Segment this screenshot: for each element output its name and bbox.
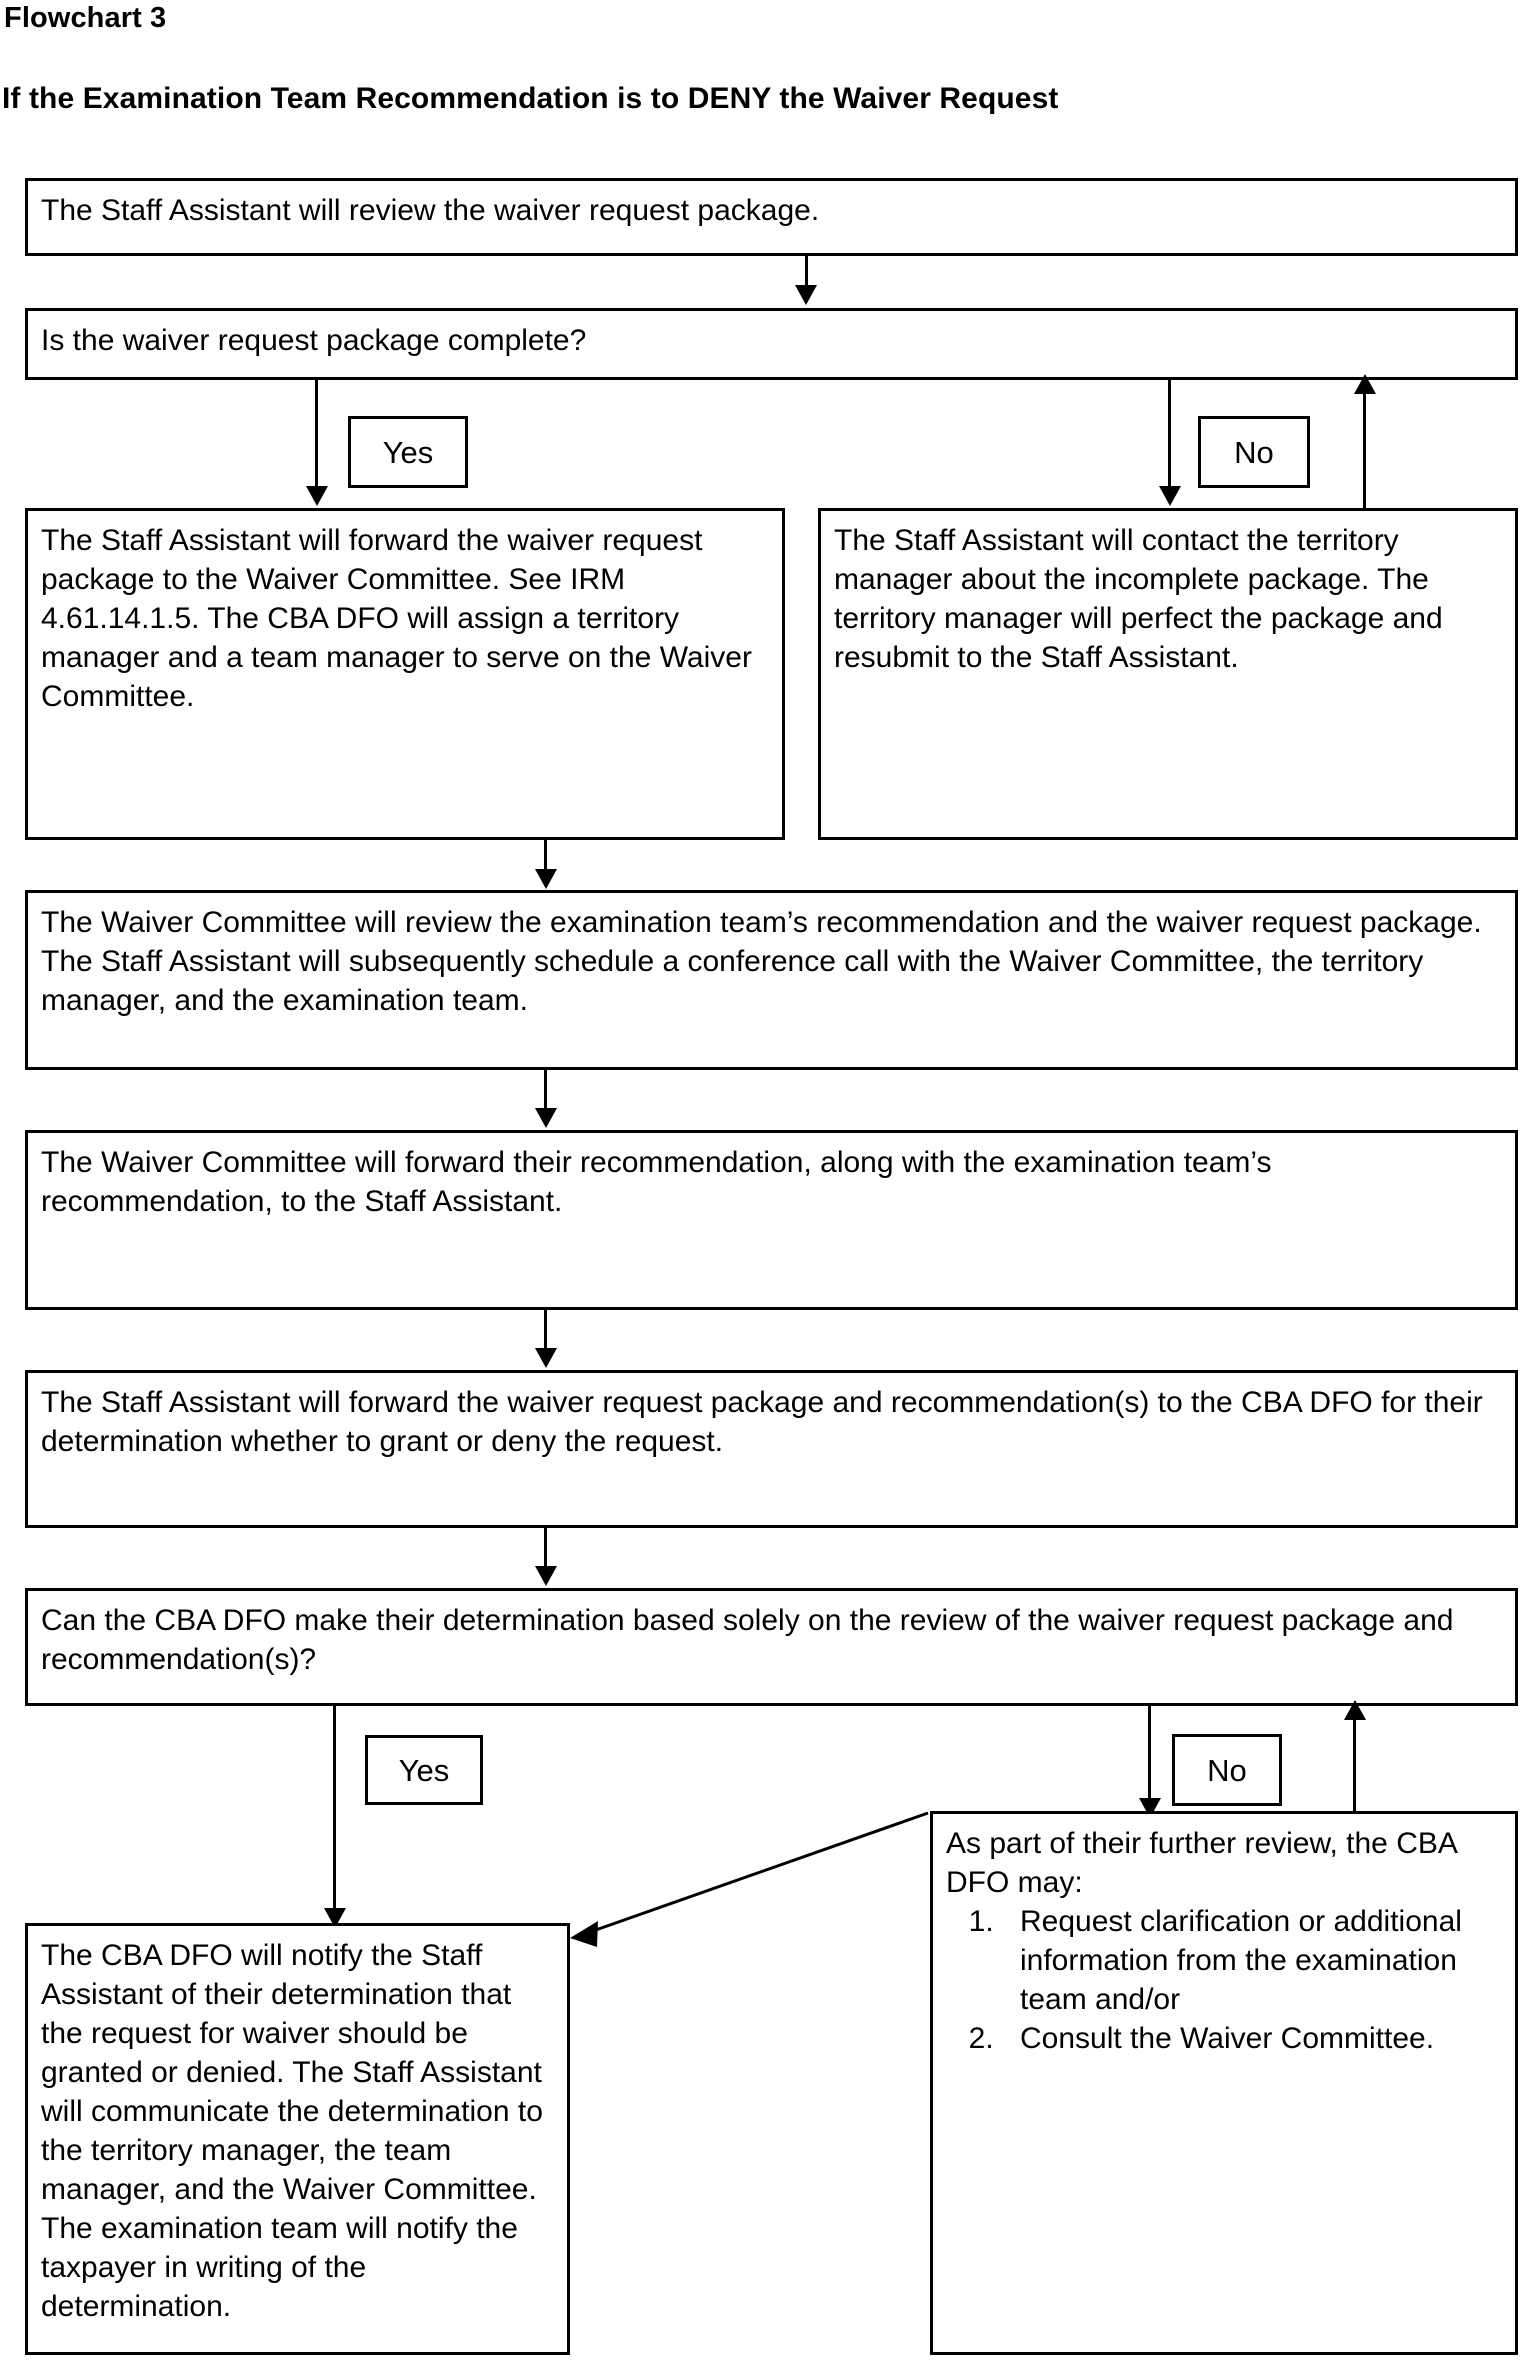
node-further-review: As part of their further review, the CBA… — [930, 1811, 1518, 2355]
node-staff-forward-to-cba-dfo: The Staff Assistant will forward the wai… — [25, 1370, 1518, 1528]
further-review-list: Request clarification or additional info… — [946, 1902, 1502, 2058]
arrowhead-start-to-decision1 — [795, 285, 817, 305]
label-no-2-text: No — [1207, 1752, 1247, 1788]
label-no-2: No — [1172, 1734, 1282, 1806]
list-item: Request clarification or additional info… — [1002, 1902, 1502, 2019]
diagonal-connector-line — [589, 1811, 929, 1934]
node-decision-package-complete: Is the waiver request package complete? — [25, 308, 1518, 380]
node-complete-branch-text: The Staff Assistant will forward the wai… — [41, 524, 752, 713]
arrowhead-decision1-yes — [306, 486, 328, 506]
arrowhead-complete-to-committee-review — [535, 869, 557, 889]
connector-complete-to-committee-review — [544, 840, 547, 878]
label-yes-1: Yes — [348, 416, 468, 488]
connector-forward-to-dfo — [544, 1310, 547, 1358]
arrowhead-forward-to-dfo — [535, 1348, 557, 1368]
node-start-text: The Staff Assistant will review the waiv… — [41, 194, 820, 227]
connector-decision2-no — [1148, 1706, 1151, 1801]
connector-decision1-no — [1168, 380, 1171, 488]
arrowhead-further-review-to-notify — [570, 1921, 598, 1947]
node-committee-forward-recommendation: The Waiver Committee will forward their … — [25, 1130, 1518, 1310]
arrowhead-review-to-forward — [535, 1108, 557, 1128]
node-staff-forward-dfo-text: The Staff Assistant will forward the wai… — [41, 1386, 1483, 1458]
connector-dfo-to-decision2 — [544, 1528, 547, 1576]
connector-incomplete-return — [1363, 392, 1366, 511]
node-forward-to-waiver-committee: The Staff Assistant will forward the wai… — [25, 508, 785, 840]
list-item: Consult the Waiver Committee. — [1002, 2019, 1502, 2058]
arrowhead-dfo-to-decision2 — [535, 1566, 557, 1586]
node-notify-determination-text: The CBA DFO will notify the Staff Assist… — [41, 1939, 543, 2323]
connector-further-review-return — [1353, 1718, 1356, 1826]
node-decision-determination-solely: Can the CBA DFO make their determination… — [25, 1588, 1518, 1706]
flowchart-subtitle: If the Examination Team Recommendation i… — [2, 82, 1059, 115]
node-notify-determination: The CBA DFO will notify the Staff Assist… — [25, 1923, 570, 2355]
node-committee-review: The Waiver Committee will review the exa… — [25, 890, 1518, 1070]
node-decision2-text: Can the CBA DFO make their determination… — [41, 1604, 1454, 1676]
label-yes-2-text: Yes — [398, 1752, 450, 1788]
flowchart-label: Flowchart 3 — [4, 2, 167, 34]
node-committee-forward-text: The Waiver Committee will forward their … — [41, 1146, 1272, 1218]
node-incomplete-branch-text: The Staff Assistant will contact the ter… — [834, 524, 1443, 674]
node-contact-territory-manager: The Staff Assistant will contact the ter… — [818, 508, 1518, 840]
connector-start-to-decision1 — [805, 256, 808, 294]
label-yes-1-text: Yes — [382, 434, 434, 470]
connector-review-to-forward — [544, 1070, 547, 1118]
label-no-1-text: No — [1234, 434, 1274, 470]
node-committee-review-text: The Waiver Committee will review the exa… — [41, 906, 1482, 1017]
arrowhead-further-review-return — [1344, 1700, 1366, 1720]
label-yes-2: Yes — [365, 1735, 483, 1805]
node-decision1-text: Is the waiver request package complete? — [41, 324, 587, 357]
arrowhead-incomplete-return — [1354, 374, 1376, 394]
node-further-review-intro: As part of their further review, the CBA… — [946, 1827, 1457, 1899]
node-start: The Staff Assistant will review the waiv… — [25, 178, 1518, 256]
arrowhead-decision1-no — [1159, 486, 1181, 506]
label-no-1: No — [1198, 416, 1310, 488]
connector-decision1-yes — [315, 380, 318, 488]
